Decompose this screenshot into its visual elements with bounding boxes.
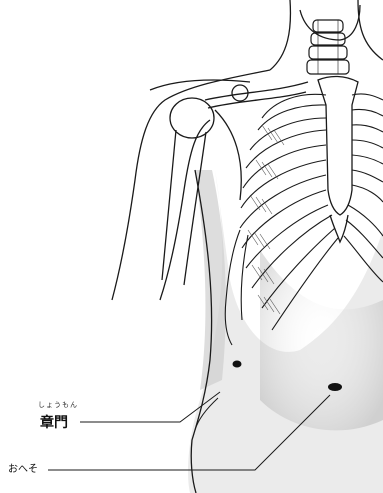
cervical-spine — [307, 20, 349, 74]
torso-shading — [188, 170, 383, 493]
sternum — [318, 76, 358, 242]
acupoint-ruby: しょうもん — [38, 400, 78, 410]
acupoint-label: 章門 — [40, 412, 68, 432]
navel-label: おへそ — [8, 460, 38, 475]
navel-dot — [328, 383, 342, 391]
acupoint-dot — [233, 361, 242, 368]
